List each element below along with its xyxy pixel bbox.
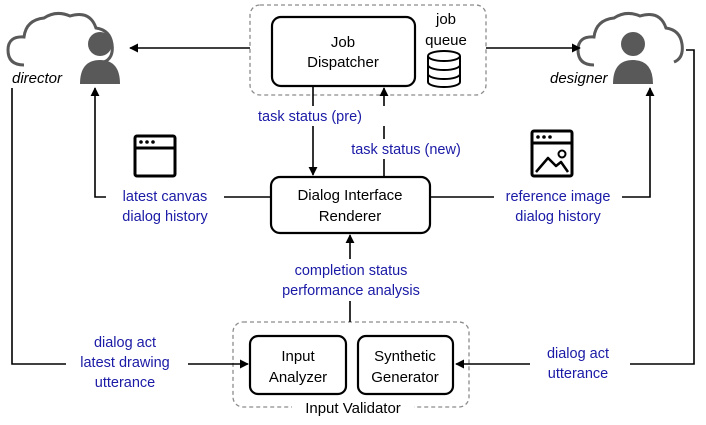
- edge-renderer-to-director: [90, 87, 271, 198]
- label-designer-feedback-2: dialog history: [515, 209, 601, 225]
- input-analyzer-label-1: Input: [281, 348, 315, 365]
- dispatcher-group: [249, 4, 487, 96]
- dialog-renderer-label-2: Renderer: [319, 208, 382, 225]
- label-designer-feedback-1: reference image: [506, 189, 611, 205]
- input-analyzer-node: Input Analyzer: [248, 334, 348, 396]
- label-designer-input-2: utterance: [548, 366, 608, 382]
- synthetic-generator-node: Synthetic Generator: [356, 334, 455, 396]
- synthetic-generator-label-2: Generator: [371, 369, 439, 386]
- job-queue-label-1: job: [435, 11, 456, 28]
- synthetic-generator-label-1: Synthetic: [374, 348, 436, 365]
- label-director-input-1: dialog act: [94, 335, 156, 351]
- canvas-window-icon: [133, 134, 177, 178]
- label-director-feedback-2: dialog history: [122, 209, 208, 225]
- dialog-renderer-label-1: Dialog Interface: [297, 187, 402, 204]
- job-queue-label-2: queue: [425, 32, 467, 49]
- database-icon: [427, 50, 461, 88]
- designer-cloud-user-icon: [576, 11, 684, 84]
- label-director-input-3: utterance: [95, 375, 155, 391]
- director-label: director: [12, 70, 63, 87]
- job-dispatcher-label-1: Job: [331, 34, 355, 51]
- label-director-feedback-1: latest canvas: [123, 189, 208, 205]
- edge-director-to-validator: [11, 88, 249, 369]
- designer-label: designer: [550, 70, 609, 87]
- label-validator-output-2: performance analysis: [282, 283, 420, 299]
- director-cloud-user-icon: [6, 11, 120, 84]
- label-task-status-new: task status (new): [351, 142, 461, 158]
- job-dispatcher-label-2: Dispatcher: [307, 54, 379, 71]
- label-director-input-2: latest drawing: [80, 355, 169, 371]
- input-validator-label: Input Validator: [305, 400, 401, 417]
- job-dispatcher-node: Job Dispatcher: [270, 15, 417, 88]
- label-task-status-pre: task status (pre): [258, 109, 362, 125]
- input-analyzer-label-2: Analyzer: [269, 369, 327, 386]
- dialog-renderer-node: Dialog Interface Renderer: [269, 175, 432, 235]
- image-window-icon: [530, 129, 574, 178]
- label-validator-output-1: completion status: [295, 263, 408, 279]
- label-designer-input-1: dialog act: [547, 346, 609, 362]
